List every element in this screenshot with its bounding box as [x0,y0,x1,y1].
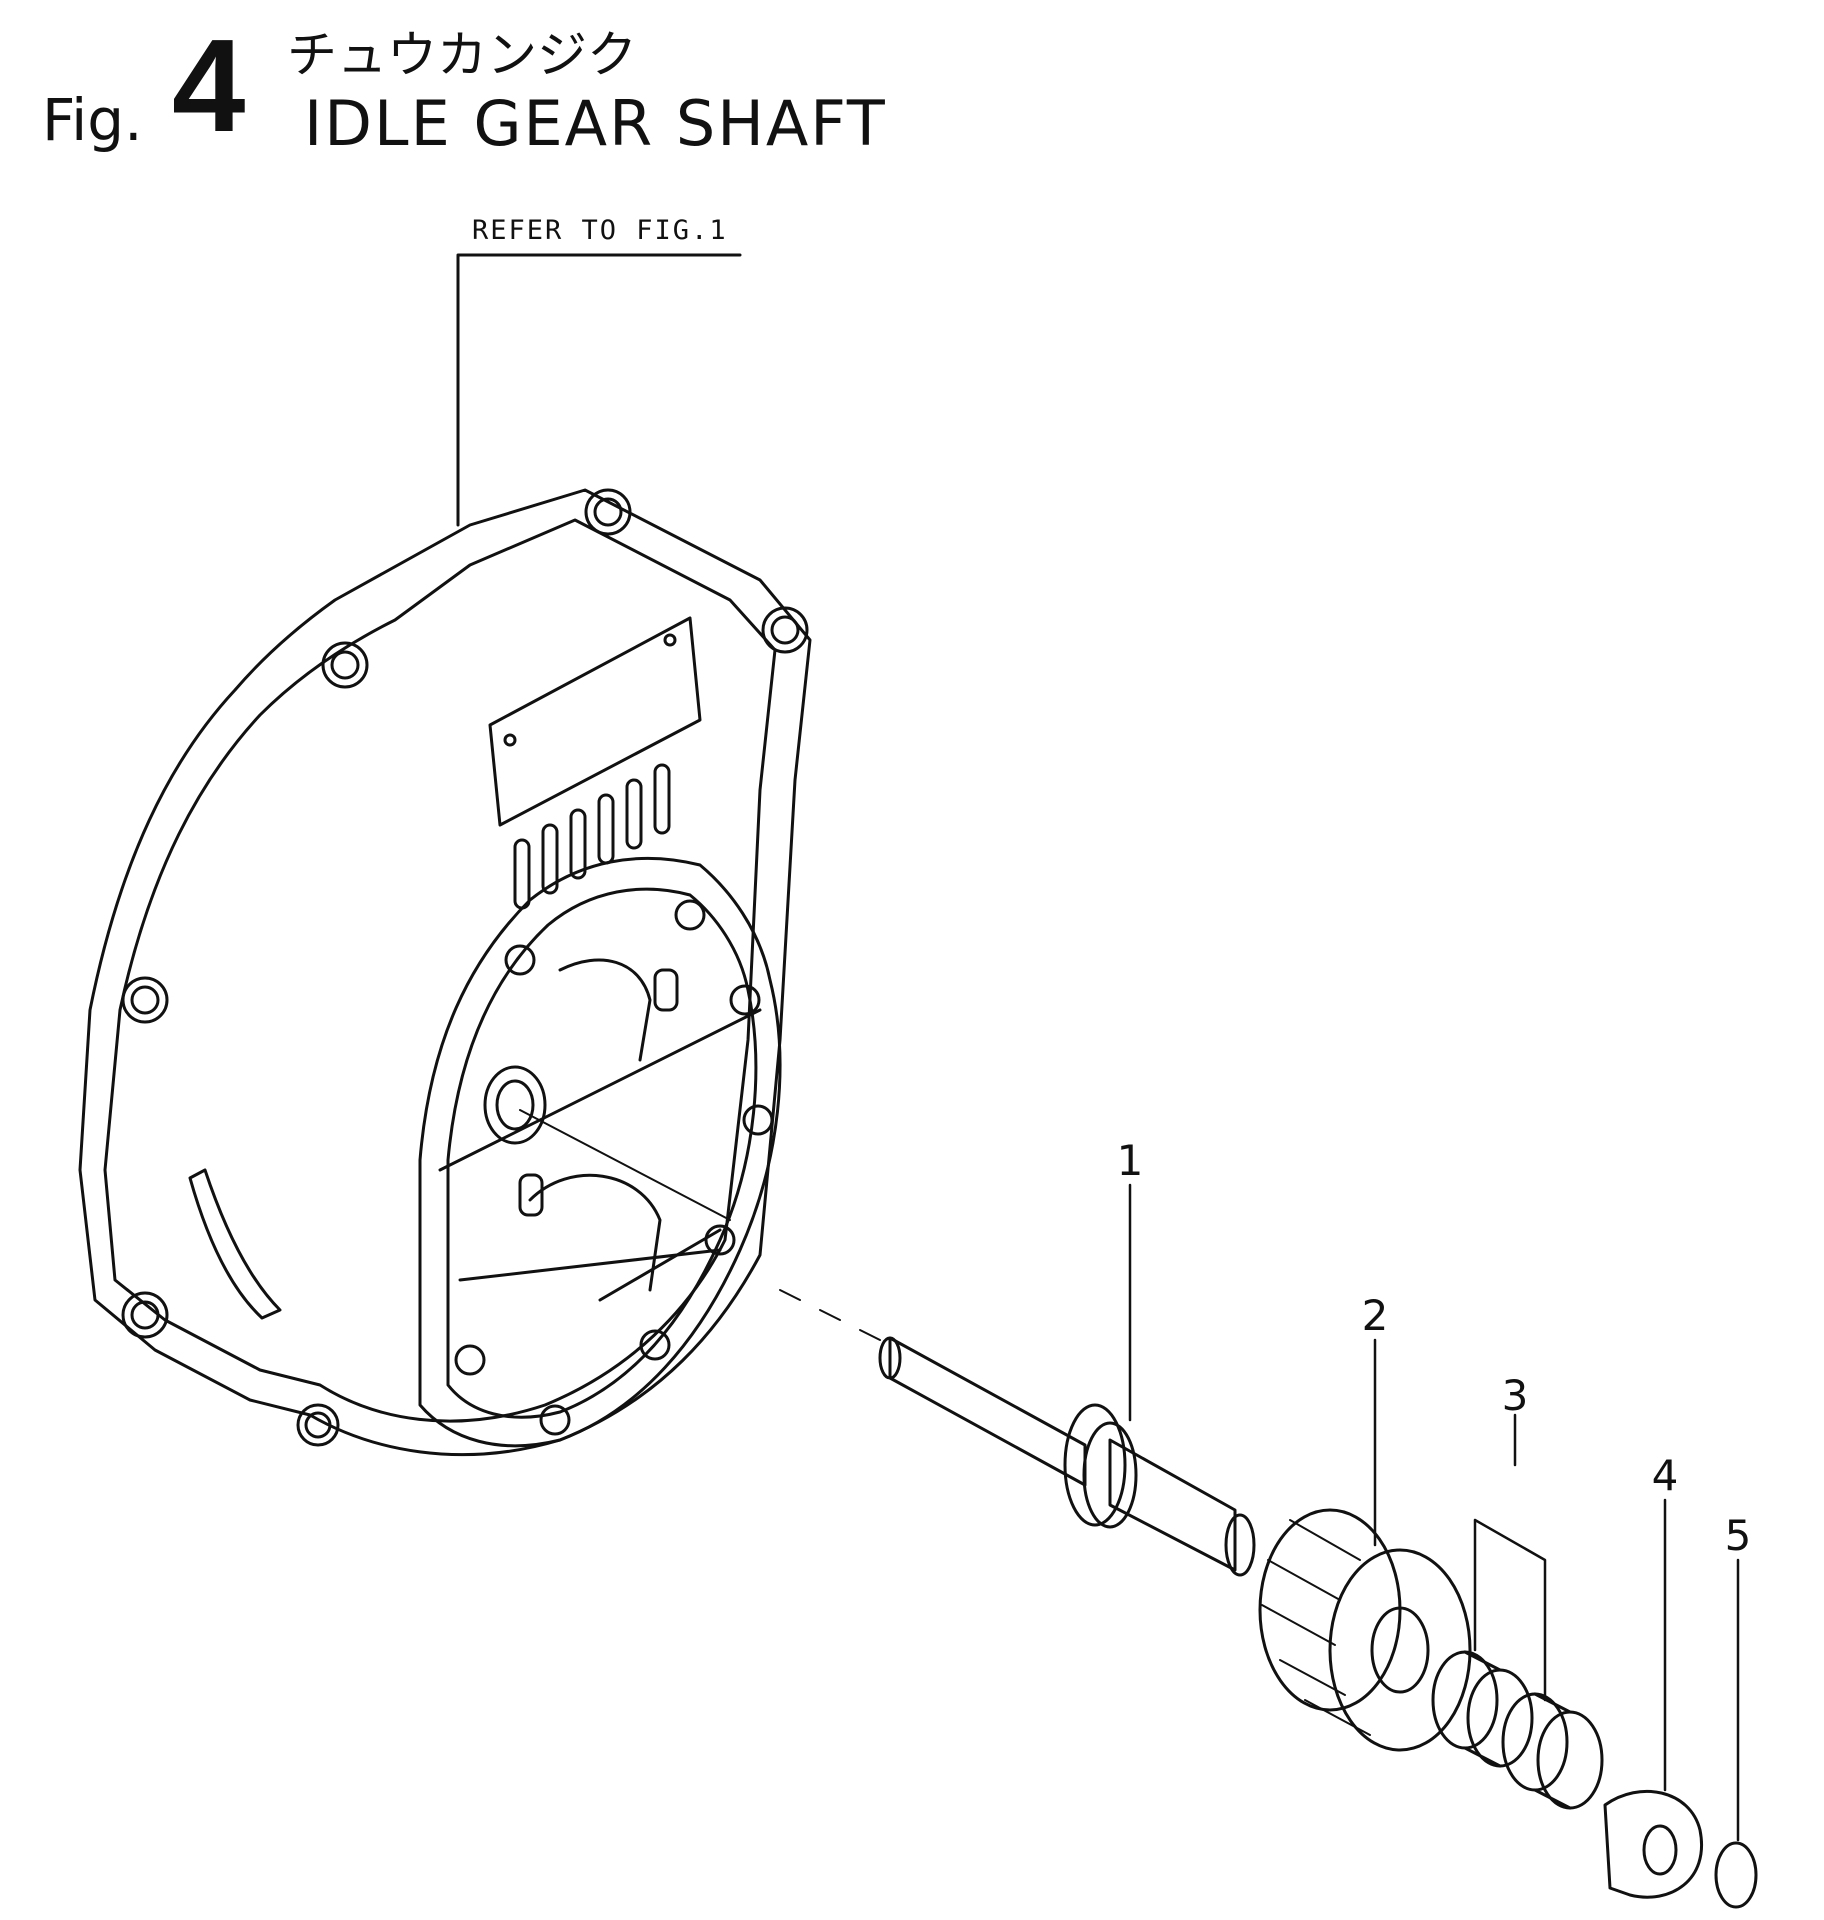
callout-3: 3 [1501,1371,1529,1420]
figure-title-japanese: チュウカンジク [287,26,637,84]
figure-title-block: Fig. 4 チュウカンジク IDLE GEAR SHAFT [42,20,942,168]
needle-bearing-pair [1431,1650,1604,1810]
refer-note: REFER TO FIG.1 [472,215,728,246]
housing-lugs [121,488,809,1447]
snap-ring [1714,1841,1758,1909]
thrust-washer [1603,1789,1703,1899]
nameplate [488,616,702,827]
callout-leaders [1128,1183,1740,1842]
figure-number: 4 [172,12,246,159]
inner-flange [418,856,782,1448]
callout-5: 5 [1724,1511,1752,1560]
idle-gear [1258,1508,1472,1752]
figure-title-english: IDLE GEAR SHAFT [304,87,887,160]
idle-gear-shaft [878,1336,1256,1577]
refer-leader-line [456,253,742,527]
gear-case-housing [78,488,812,1457]
housing-inner-outline [103,518,777,1423]
shaft-bore [483,1065,547,1145]
oil-window [188,1168,282,1320]
flange-bolt-holes [454,899,774,1436]
callout-4: 4 [1651,1451,1679,1500]
inner-flange-bead [446,887,758,1419]
callout-2: 2 [1361,1291,1389,1340]
assembly-centerline [519,1109,731,1221]
housing-outer-outline [78,488,812,1457]
figure-prefix: Fig. [42,86,143,154]
callout-1: 1 [1116,1136,1144,1185]
vent-slots [513,763,671,910]
